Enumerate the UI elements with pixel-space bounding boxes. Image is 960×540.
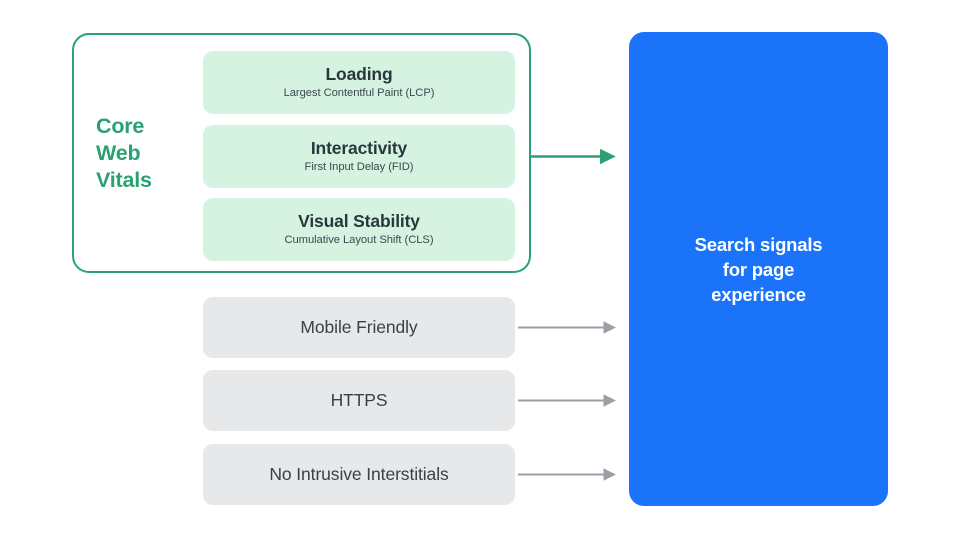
search-signals-panel[interactable]: Search signals for page experience [629, 32, 888, 506]
vital-card-visual-stability[interactable]: Visual Stability Cumulative Layout Shift… [203, 198, 515, 261]
vital-card-subtitle: Cumulative Layout Shift (CLS) [284, 234, 434, 246]
vital-card-subtitle: Largest Contentful Paint (LCP) [283, 87, 435, 99]
core-web-vitals-label-line-3: Vitals [96, 168, 152, 192]
core-web-vitals-group [72, 33, 531, 273]
vital-card-interactivity[interactable]: Interactivity First Input Delay (FID) [203, 125, 515, 188]
vital-card-title: Visual Stability [298, 211, 420, 231]
core-web-vitals-label-line-2: Web [96, 141, 141, 165]
signal-box-label: No Intrusive Interstitials [269, 464, 449, 484]
vital-card-title: Interactivity [310, 138, 408, 158]
core-web-vitals-label: Core Web Vitals [96, 113, 192, 194]
vital-card-loading[interactable]: Loading Largest Contentful Paint (LCP) [203, 51, 515, 114]
vital-card-title: Loading [325, 64, 393, 84]
signal-box-mobile-friendly[interactable]: Mobile Friendly [203, 297, 515, 358]
core-web-vitals-label-line-1: Core [96, 114, 145, 138]
signal-box-label: HTTPS [330, 390, 388, 410]
signal-box-no-intrusive-interstitials[interactable]: No Intrusive Interstitials [203, 444, 515, 505]
signal-box-label: Mobile Friendly [300, 317, 418, 337]
search-signals-panel-text: Search signals for page experience [694, 233, 823, 305]
signal-box-https[interactable]: HTTPS [203, 370, 515, 431]
vital-card-subtitle: First Input Delay (FID) [304, 161, 414, 173]
